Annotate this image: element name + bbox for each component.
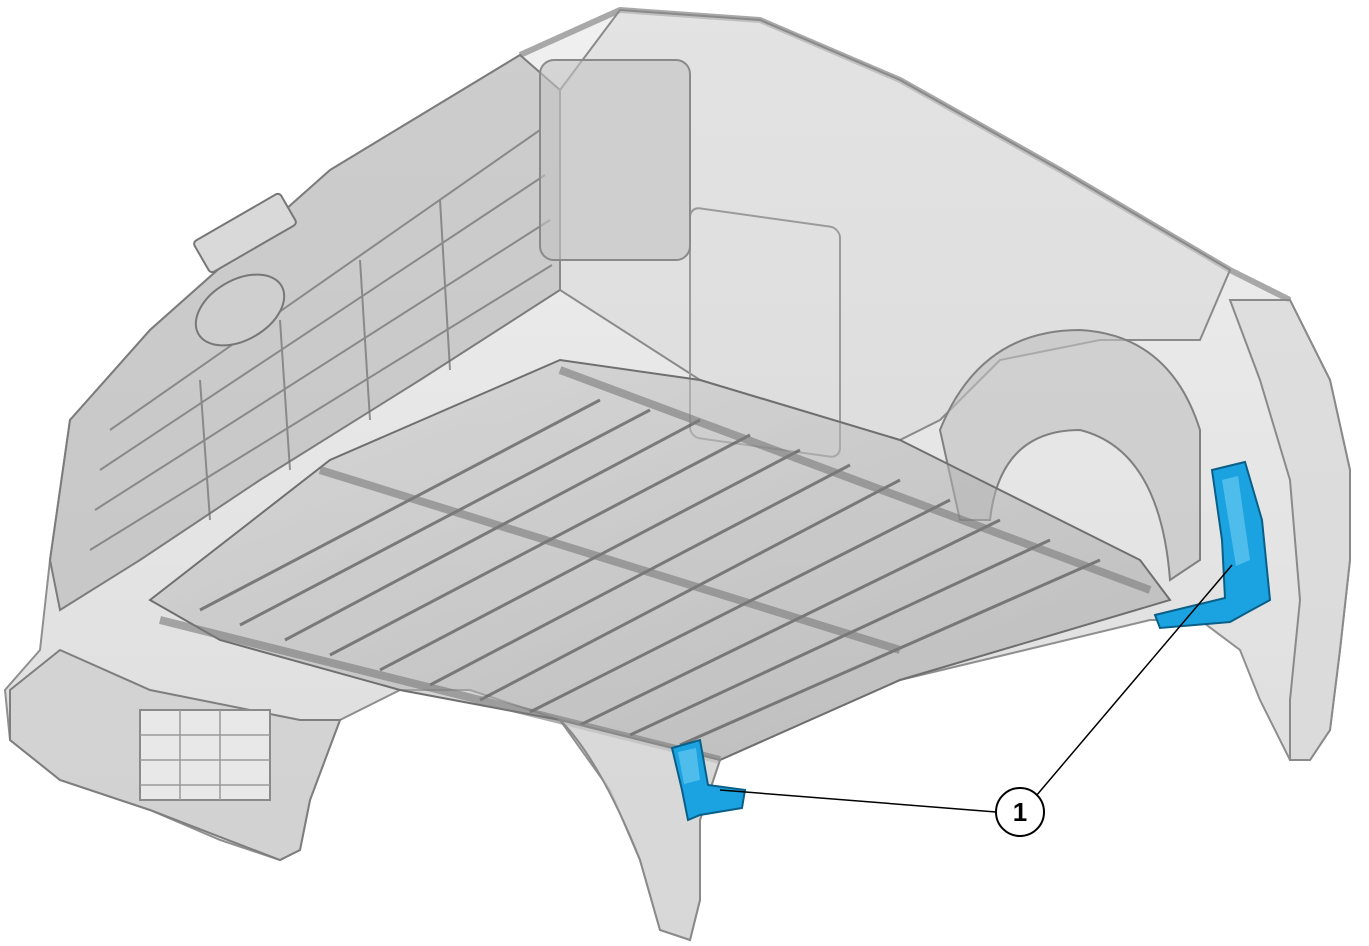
handle-recess <box>193 192 297 274</box>
rear-step-bumper <box>9 648 342 862</box>
rear-wheel-arch <box>938 328 1201 582</box>
callout-label: 1 <box>1013 797 1027 827</box>
emblem-oval <box>194 273 286 347</box>
tailgate-panel <box>48 53 561 612</box>
highlighted-bracket-left <box>670 738 747 822</box>
callout-1: 1 <box>995 787 1045 837</box>
callout-leaders <box>719 564 1233 813</box>
bed-floor <box>148 358 1172 764</box>
rear-corner-post <box>1228 299 1351 761</box>
callout-circle <box>995 787 1045 837</box>
highlighted-bracket-right <box>1153 460 1272 630</box>
